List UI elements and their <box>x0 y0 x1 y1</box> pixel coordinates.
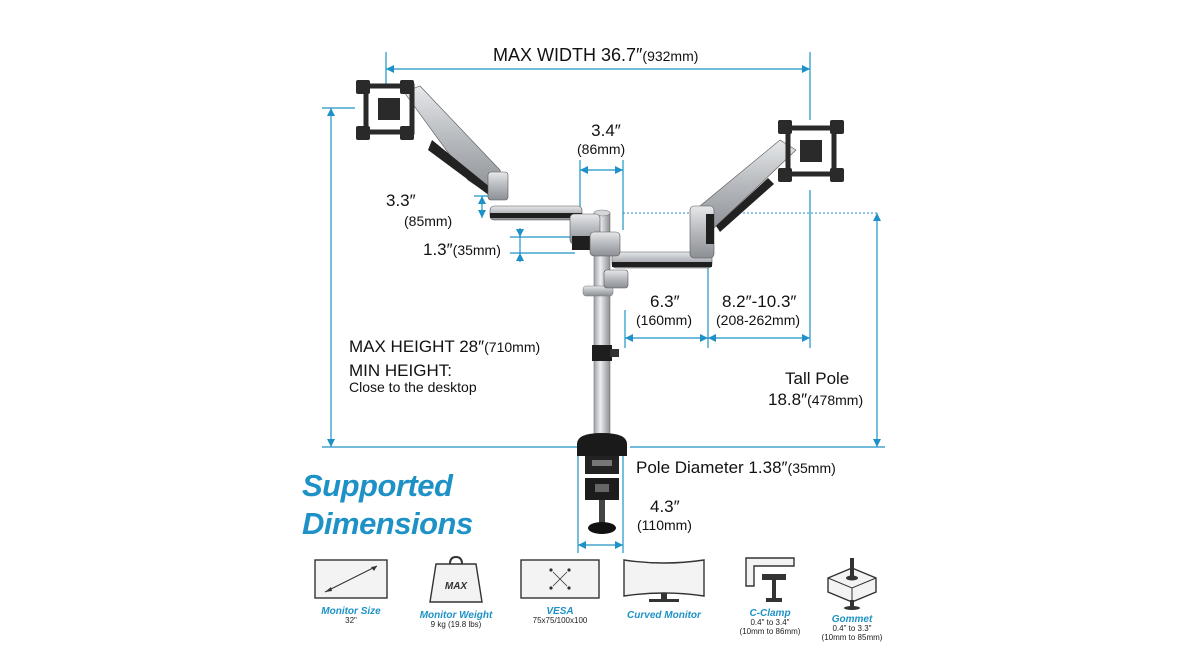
vesa-icon <box>520 559 600 599</box>
arm-drop-label: 3.3″ <box>386 191 416 210</box>
tall-pole-value: 18.8″(478mm) <box>768 390 864 409</box>
spec-vesa: VESA 75x75/100x100 <box>515 556 605 626</box>
spec-curved-monitor: Curved Monitor <box>619 556 709 621</box>
c-clamp-icon <box>745 557 795 602</box>
pole-diameter-label: Pole Diameter 1.38″(35mm) <box>636 458 836 477</box>
right-vesa-plate <box>778 120 844 182</box>
arm-reach-label: 8.2″-10.3″ <box>722 292 797 311</box>
tall-pole-label: Tall Pole <box>785 369 850 388</box>
spec-grommet: Gommet 0.4" to 3.3" (10mm to 85mm) <box>807 556 897 643</box>
arm-segment-metric: (160mm) <box>636 312 693 328</box>
grommet-icon <box>827 558 877 610</box>
supported-title: Supported <box>302 468 453 503</box>
min-height-label: MIN HEIGHT: <box>349 361 452 380</box>
arm-segment-label: 6.3″ <box>650 292 680 311</box>
spec-c-clamp: C-Clamp 0.4" to 3.4" (10mm to 86mm) <box>725 556 815 637</box>
pole-gap-label: 3.4″ <box>591 121 621 140</box>
arm-drop-metric: (85mm) <box>404 213 453 229</box>
pole-gap-metric: (86mm) <box>577 141 626 157</box>
arm-reach-metric: (208-262mm) <box>716 312 801 328</box>
clamp-width-label: 4.3″ <box>650 497 680 516</box>
arm-thickness-label: 1.3″(35mm) <box>423 240 501 259</box>
clamp-width-metric: (110mm) <box>637 517 692 533</box>
spec-monitor-weight: MAX Monitor Weight 9 kg (19.8 lbs) <box>411 556 501 630</box>
max-width-label: MAX WIDTH 36.7″(932mm) <box>493 45 699 65</box>
min-height-note: Close to the desktop <box>349 379 477 395</box>
dimension-lines <box>322 52 885 553</box>
dimensions-title: Dimensions <box>302 506 473 541</box>
arrowheads <box>327 65 881 549</box>
curved-monitor-icon <box>623 559 705 602</box>
left-arm <box>403 85 601 250</box>
clamp <box>577 433 627 534</box>
monitor-size-icon <box>314 559 388 599</box>
left-vesa-plate <box>356 80 415 140</box>
max-height-label: MAX HEIGHT 28″(710mm) <box>349 337 541 356</box>
spec-monitor-size: Monitor Size 32" <box>306 556 396 626</box>
right-arm <box>589 139 797 289</box>
weight-max-text: MAX <box>445 581 469 592</box>
weight-icon: MAX <box>429 556 483 603</box>
